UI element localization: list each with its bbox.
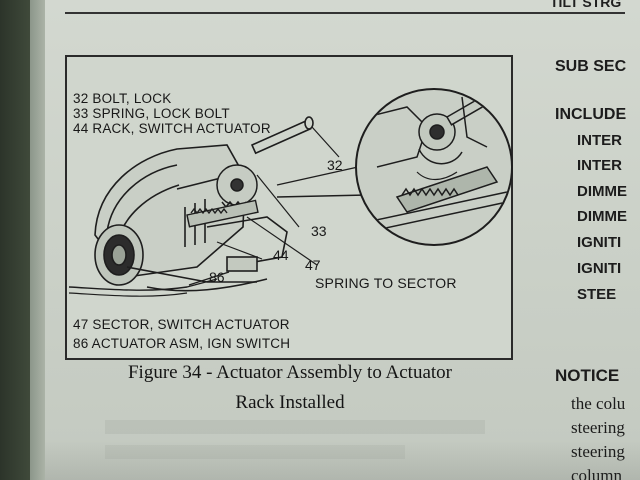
detail-label: SPRING TO SECTOR <box>315 275 457 291</box>
wire-harness <box>68 292 188 297</box>
callout-47: 47 <box>305 257 321 273</box>
subsection-heading: SUB SEC <box>555 58 627 75</box>
callout-33: 33 <box>311 223 327 239</box>
legend-item-47: 47 SECTOR, SWITCH ACTUATOR <box>73 317 290 332</box>
figure-caption-line-2: Rack Installed <box>235 392 345 413</box>
notice-line: the colu <box>571 394 626 413</box>
actuator-assembly-illustration <box>68 88 513 297</box>
page-shadow <box>45 440 640 480</box>
includes-heading: INCLUDE <box>555 106 627 123</box>
lock-bolt-part <box>250 116 314 155</box>
bleed-through-mark <box>105 445 405 459</box>
notice-line: steering <box>571 442 625 462</box>
include-item: DIMME <box>577 208 627 225</box>
notice-line: column <box>571 466 622 480</box>
detail-view-circle <box>355 88 513 246</box>
include-item: INTER <box>577 132 622 149</box>
figure-caption-line-1: Figure 34 - Actuator Assembly to Actuato… <box>127 362 452 383</box>
manual-page: TILT STRG 32 BOLT, LOCK 33 SPRING, LOCK … <box>45 0 640 480</box>
figure-frame: 32 BOLT, LOCK 33 SPRING, LOCK BOLT 44 RA… <box>65 55 513 360</box>
callout-86: 86 <box>209 269 225 285</box>
switch-actuator-rack-part <box>186 199 259 228</box>
include-item: DIMME <box>577 183 627 200</box>
wire-harness <box>68 278 218 291</box>
steering-column-housing <box>94 144 288 292</box>
leader-lines <box>188 126 340 286</box>
legend-item-32: 32 BOLT, LOCK <box>73 91 172 106</box>
legend-item-44: 44 RACK, SWITCH ACTUATOR <box>73 121 271 136</box>
bleed-through-mark <box>105 420 485 434</box>
include-item: INTER <box>577 157 622 174</box>
include-item: IGNITI <box>577 234 622 251</box>
callout-32: 32 <box>327 157 343 173</box>
legend-item-33: 33 SPRING, LOCK BOLT <box>73 106 230 121</box>
notice-line: steering <box>571 418 625 437</box>
include-item: IGNITI <box>577 260 622 277</box>
detail-pointer-lines <box>276 164 368 198</box>
header-rule <box>65 12 625 14</box>
running-head: TILT STRG <box>550 0 622 10</box>
legend-item-86: 86 ACTUATOR ASM, IGN SWITCH <box>73 336 291 351</box>
callout-44: 44 <box>273 247 289 263</box>
notice-heading: NOTICE <box>555 366 620 385</box>
include-item: STEE <box>577 286 617 303</box>
